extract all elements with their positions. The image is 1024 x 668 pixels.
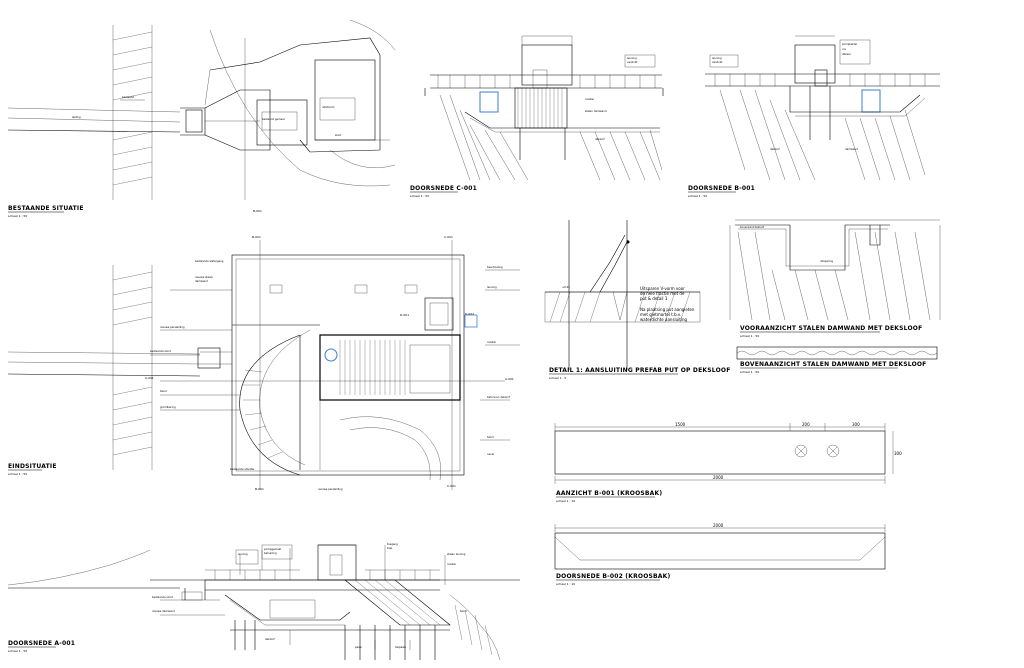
detail-note-line2: de hele fractie met de: [640, 291, 685, 296]
dim-height-300: 300: [894, 451, 902, 456]
scale-bovenaanzicht: schaal 1 : 50: [740, 370, 759, 374]
svg-text:rvs: rvs: [842, 48, 847, 51]
doorsnede-b001-view: leuning verzinkt pompkelder rvs deksel d…: [688, 35, 940, 198]
scale-doorsnede-a001: schaal 1 : 50: [8, 649, 27, 653]
svg-text:leuning: leuning: [712, 56, 722, 60]
detail-1-view: +0.45 Uitsparen V-vorm voor de hele frac…: [544, 220, 731, 380]
svg-text:bestaand: bestaand: [122, 95, 134, 99]
title-eindsituatie: EINDSITUATIE: [8, 463, 57, 470]
svg-text:beschoeiing: beschoeiing: [487, 265, 503, 269]
scale-doorsnede-b001: schaal 1 : 50: [688, 194, 707, 198]
svg-text:leuning: leuning: [238, 552, 248, 556]
scale-doorsnede-b002: schaal 1 : 10: [556, 582, 575, 586]
scale-bestaande-situatie: schaal 1 : 50: [8, 214, 27, 218]
dim-200: 200: [802, 422, 810, 427]
svg-text:leuning: leuning: [627, 56, 637, 60]
svg-text:bestaand gemaal: bestaand gemaal: [262, 117, 285, 121]
svg-text:pompkelder: pompkelder: [842, 42, 858, 46]
svg-text:dekloof: dekloof: [770, 147, 780, 151]
marker-a001-left: A-001: [145, 376, 154, 380]
svg-text:verzinkt: verzinkt: [627, 60, 637, 64]
dim-300: 300: [852, 422, 860, 427]
dim-2000-aanzicht: 2000: [713, 475, 724, 480]
svg-text:bestaande sloot: bestaande sloot: [152, 595, 173, 599]
title-doorsnede-c001: DOORSNEDE C-001: [410, 185, 477, 192]
svg-text:toegang: toegang: [387, 542, 398, 546]
svg-text:nieuwe stalen: nieuwe stalen: [195, 275, 213, 279]
marker-b001-bottom: B-001: [253, 209, 262, 213]
doorsnede-a001-view: leuning pompgemaal behuizing toegang tra…: [7, 542, 520, 661]
marker-b001-bottom2: B-001: [255, 487, 264, 491]
svg-text:sloot: sloot: [335, 133, 341, 137]
scale-detail-1: schaal 1 : 5: [549, 376, 566, 380]
svg-text:uitstroom: uitstroom: [322, 105, 335, 109]
svg-text:pompgemaal: pompgemaal: [264, 547, 281, 551]
svg-text:nieuwe damwand: nieuwe damwand: [152, 609, 175, 613]
svg-text:nieuwe persleiding: nieuwe persleiding: [318, 487, 343, 491]
svg-text:deksel: deksel: [842, 52, 851, 56]
title-doorsnede-b002: DOORSNEDE B-002 (KROOSBAK): [556, 573, 670, 580]
svg-text:talud: talud: [487, 435, 494, 439]
svg-text:bestaande watergang: bestaande watergang: [195, 259, 224, 263]
marker-d002: D-002: [465, 312, 474, 316]
doorsnede-c001-view: leuning verzinkt rooster stalen damwand …: [410, 35, 664, 198]
svg-text:betonnen dekloof: betonnen dekloof: [487, 395, 510, 399]
detail-note-line4: Na plaatsing put aangieten: [640, 307, 695, 312]
svg-text:dekloof: dekloof: [595, 137, 605, 141]
svg-text:bovenkant dekloof: bovenkant dekloof: [740, 225, 764, 229]
svg-text:bestaande situatie: bestaande situatie: [230, 467, 255, 471]
svg-text:stalen damwand: stalen damwand: [585, 109, 607, 113]
svg-text:damwand: damwand: [845, 147, 858, 151]
svg-text:heipalen: heipalen: [395, 645, 407, 649]
detail-level: +0.45: [562, 285, 570, 289]
svg-text:leuning: leuning: [487, 285, 497, 289]
svg-text:leiding: leiding: [72, 115, 81, 119]
svg-text:bestaande sloot: bestaande sloot: [150, 349, 171, 353]
damwand-views: bovenkant dekloof uitsparing VOORAANZICH…: [729, 219, 941, 374]
title-doorsnede-b001: DOORSNEDE B-001: [688, 185, 755, 192]
title-bestaande-situatie: BESTAANDE SITUATIE: [8, 205, 84, 212]
svg-text:palen: palen: [355, 645, 363, 649]
svg-text:behuizing: behuizing: [264, 551, 277, 555]
svg-text:talud: talud: [160, 389, 167, 393]
dim-2000-doorsnede: 2000: [713, 523, 724, 528]
detail-note-line1: Uitsparen V-vorm voor: [640, 286, 685, 291]
marker-d001: D-001: [400, 313, 409, 317]
svg-text:stalen leuning: stalen leuning: [447, 552, 466, 556]
marker-b001-top: B-001: [252, 235, 261, 239]
svg-text:dekloof: dekloof: [265, 637, 275, 641]
title-bovenaanzicht: BOVENAANZICHT STALEN DAMWAND MET DEKSLOO…: [740, 361, 927, 368]
scale-eindsituatie: schaal 1 : 50: [8, 472, 27, 476]
aanzicht-b001-view: 1500 200 300 300 2000 AANZICHT B-001 (KR…: [554, 422, 902, 503]
marker-a001-right: A-001: [505, 377, 514, 381]
scale-doorsnede-c001: schaal 1 : 50: [410, 194, 429, 198]
scale-aanzicht-b001: schaal 1 : 10: [556, 499, 575, 503]
svg-text:rooster: rooster: [447, 562, 457, 566]
title-doorsnede-a001: DOORSNEDE A-001: [8, 640, 75, 647]
marker-c001-bottom: C-001: [447, 484, 456, 488]
svg-text:oever: oever: [487, 453, 495, 456]
detail-note-line6: waterdichte aansluiting: [640, 317, 688, 322]
svg-text:verzinkt: verzinkt: [712, 60, 722, 64]
eindsituatie-view: B-001 B-001 C-001 C-001 A-001 A-001 D-00…: [7, 235, 520, 491]
svg-text:trap: trap: [387, 546, 393, 550]
scale-vooraanzicht: schaal 1 : 50: [740, 334, 759, 338]
svg-text:talud: talud: [460, 609, 467, 613]
dim-1500: 1500: [675, 422, 686, 427]
detail-note-line5: met gietmortel t.b.v.: [640, 312, 681, 317]
title-aanzicht-b001: AANZICHT B-001 (KROOSBAK): [556, 490, 662, 497]
bestaande-situatie-view: bestaand leiding bestaand gemaal sloot u…: [7, 19, 396, 218]
svg-text:rooster: rooster: [487, 340, 497, 344]
svg-text:rooster: rooster: [585, 97, 595, 101]
title-vooraanzicht: VOORAANZICHT STALEN DAMWAND MET DEKSLOOF: [740, 325, 922, 332]
svg-text:damwand: damwand: [195, 279, 208, 283]
detail-note-line3: put & detail 1: [640, 296, 668, 301]
doorsnede-b002-view: 2000 DOORSNEDE B-002 (KROOSBAK) schaal 1…: [554, 523, 886, 586]
title-detail-1: DETAIL 1: AANSLUITING PREFAB PUT OP DEKS…: [549, 367, 731, 374]
svg-text:grondkering: grondkering: [160, 405, 176, 409]
svg-text:uitsparing: uitsparing: [820, 259, 833, 263]
svg-text:nieuwe persleiding: nieuwe persleiding: [160, 325, 185, 329]
marker-c001-top: C-001: [444, 235, 453, 239]
